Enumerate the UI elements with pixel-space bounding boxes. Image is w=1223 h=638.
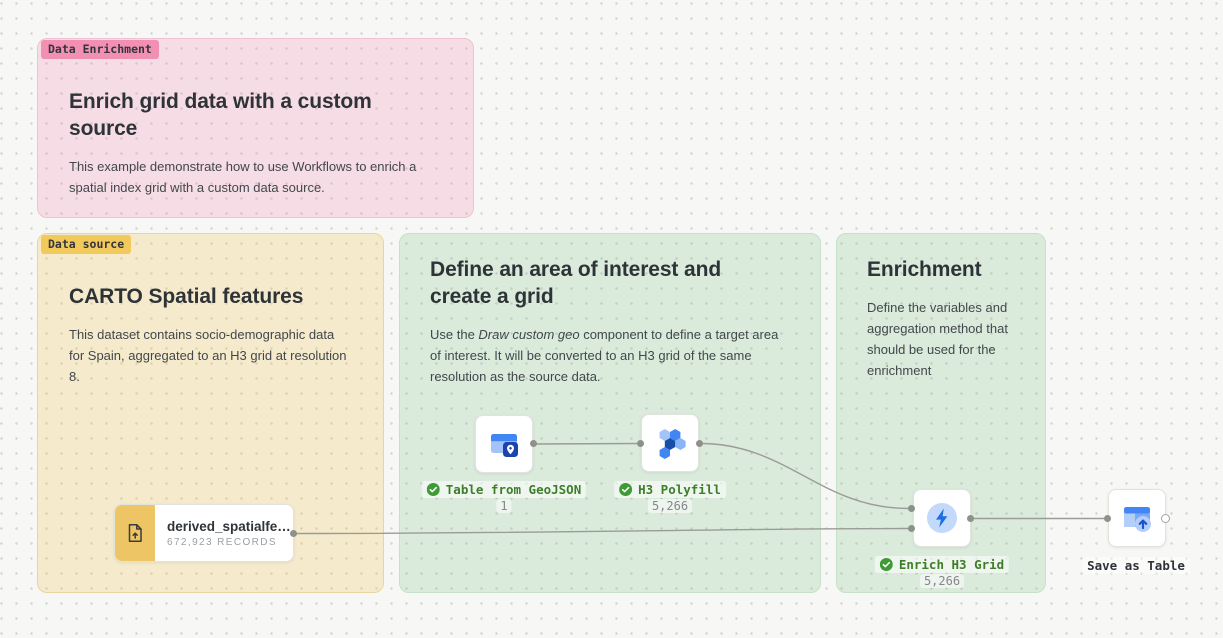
count-h3-polyfill: 5,266 xyxy=(647,499,693,513)
node-table-from-geojson[interactable] xyxy=(475,415,533,473)
annotation-title: Enrichment xyxy=(867,258,982,281)
port-out-source-table[interactable] xyxy=(290,530,297,537)
node-h3-polyfill[interactable] xyxy=(641,414,699,472)
edge-polyfill-to-enrich[interactable] xyxy=(699,442,910,510)
annotation-tag: Data Enrichment xyxy=(41,40,159,59)
label-table-from-geojson: Table from GeoJSON xyxy=(421,481,587,498)
annotation-data-enrichment[interactable]: Data Enrichment Enrich grid data with a … xyxy=(37,38,474,218)
port-out-table-from-geojson[interactable] xyxy=(530,440,537,447)
source-table-name: derived_spatialfe… xyxy=(167,518,291,534)
annotation-description: This dataset contains socio-demographic … xyxy=(69,326,347,385)
edge-source-to-enrich[interactable] xyxy=(293,527,910,535)
table-pin-icon xyxy=(491,434,518,457)
port-in-h3-polyfill[interactable] xyxy=(637,440,644,447)
annotation-tag: Data source xyxy=(41,235,132,254)
source-record-count: 672,923 RECORDS xyxy=(167,536,277,548)
hexagons-icon xyxy=(659,429,686,459)
label-save-as-table: Save as Table xyxy=(1082,557,1190,574)
bolt-icon xyxy=(927,503,957,533)
port-in-save-as-table[interactable] xyxy=(1104,515,1111,522)
port-out-h3-polyfill[interactable] xyxy=(696,440,703,447)
source-icon-cell xyxy=(115,505,155,561)
port-in2-enrich-h3-grid[interactable] xyxy=(908,525,915,532)
success-check-icon xyxy=(879,558,893,571)
port-out-enrich-h3-grid[interactable] xyxy=(967,515,974,522)
count-enrich-h3-grid: 5,266 xyxy=(919,574,965,588)
node-save-as-table[interactable] xyxy=(1108,489,1166,547)
annotation-title: Enrich grid data with a custom source xyxy=(69,90,372,140)
success-check-icon xyxy=(619,483,633,496)
table-upload-icon xyxy=(1124,507,1151,532)
label-h3-polyfill: H3 Polyfill xyxy=(614,481,726,498)
annotation-description: Define the variables and aggregation met… xyxy=(867,299,1008,379)
annotation-description: Use the Draw custom geo component to def… xyxy=(430,326,779,385)
success-check-icon xyxy=(426,483,440,496)
label-enrich-h3-grid: Enrich H3 Grid xyxy=(874,556,1010,573)
port-in1-enrich-h3-grid[interactable] xyxy=(908,505,915,512)
node-enrich-h3-grid[interactable] xyxy=(913,489,971,547)
port-out-save-as-table[interactable] xyxy=(1161,514,1170,523)
annotation-title: CARTO Spatial features xyxy=(69,285,304,308)
annotation-title: Define an area of interest and create a … xyxy=(430,258,722,308)
edge-geojson-to-polyfill[interactable] xyxy=(533,442,639,445)
count-table-from-geojson: 1 xyxy=(496,499,512,513)
annotation-description: This example demonstrate how to use Work… xyxy=(69,158,417,195)
node-source-table[interactable]: derived_spatialfe… 672,923 RECORDS xyxy=(114,504,294,562)
file-upload-icon xyxy=(128,524,142,542)
italic-component-name: Draw custom geo xyxy=(478,326,580,342)
